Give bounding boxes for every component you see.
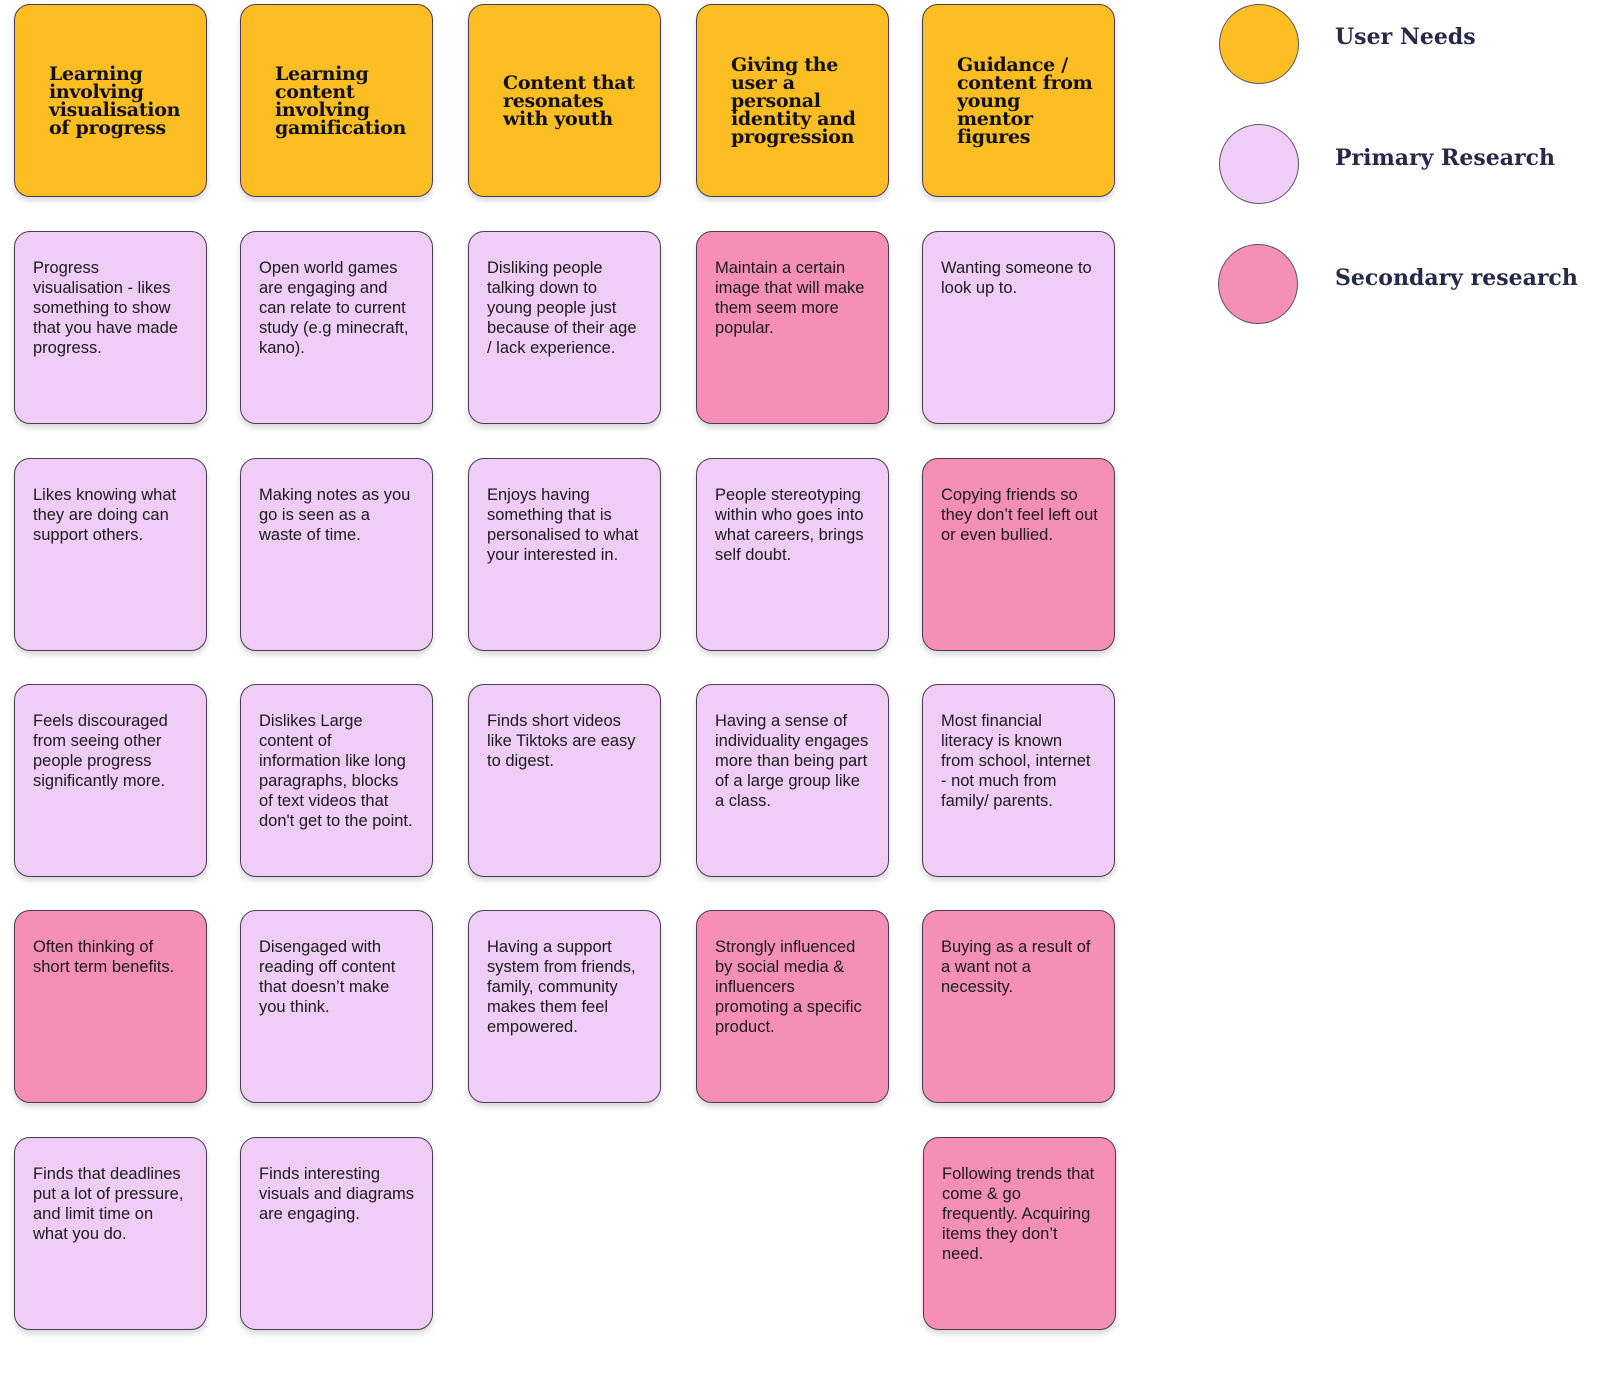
user-need-text: Content that resonates with youth [503, 71, 635, 130]
user-need-note[interactable]: Guidance / content from young mentor fig… [922, 4, 1115, 197]
note-text: Often thinking of short term benefits. [33, 938, 175, 976]
note-text: Following trends that come & go frequent… [942, 1165, 1095, 1263]
user-need-note[interactable]: Learning involving visualisation of prog… [14, 4, 207, 197]
note-text: Finds interesting visuals and diagrams a… [259, 1165, 414, 1223]
note-text: Progress visualisation - likes something… [33, 259, 178, 357]
primary-research-note[interactable]: Making notes as you go is seen as a wast… [240, 458, 433, 651]
note-text: Disengaged with reading off content that… [259, 938, 396, 1016]
secondary-research-note[interactable]: Strongly influenced by social media & in… [696, 910, 889, 1103]
primary-research-note[interactable]: Having a sense of individuality engages … [696, 684, 889, 877]
note-text: Maintain a certain image that will make … [715, 259, 865, 337]
primary-research-note[interactable]: Disengaged with reading off content that… [240, 910, 433, 1103]
note-text: Finds that deadlines put a lot of pressu… [33, 1165, 184, 1243]
note-text: Disliking people talking down to young p… [487, 259, 637, 357]
note-text: Buying as a result of a want not a neces… [941, 938, 1091, 996]
primary-research-note[interactable]: Wanting someone to look up to. [922, 231, 1115, 424]
note-text: Dislikes Large content of information li… [259, 712, 413, 830]
primary-research-note[interactable]: Open world games are engaging and can re… [240, 231, 433, 424]
primary-research-note[interactable]: People stereotyping within who goes into… [696, 458, 889, 651]
primary-research-note[interactable]: Finds that deadlines put a lot of pressu… [14, 1137, 207, 1330]
secondary-research-note[interactable]: Often thinking of short term benefits. [14, 910, 207, 1103]
note-text: Open world games are engaging and can re… [259, 259, 409, 357]
user-need-note[interactable]: Content that resonates with youth [468, 4, 661, 197]
note-text: Most financial literacy is known from sc… [941, 712, 1091, 810]
user-need-text: Giving the user a personal identity and … [731, 53, 856, 148]
legend-primary-research-swatch [1219, 124, 1299, 204]
note-text: Finds short videos like Tiktoks are easy… [487, 712, 636, 770]
secondary-research-note[interactable]: Copying friends so they don’t feel left … [922, 458, 1115, 651]
primary-research-note[interactable]: Progress visualisation - likes something… [14, 231, 207, 424]
note-text: Copying friends so they don’t feel left … [941, 486, 1098, 544]
note-text: Having a sense of individuality engages … [715, 712, 869, 810]
note-text: Likes knowing what they are doing can su… [33, 486, 177, 544]
legend-secondary-research-swatch [1218, 244, 1298, 324]
primary-research-note[interactable]: Enjoys having something that is personal… [468, 458, 661, 651]
primary-research-note[interactable]: Disliking people talking down to young p… [468, 231, 661, 424]
legend-primary-research-label: Primary Research [1335, 145, 1555, 171]
primary-research-note[interactable]: Finds interesting visuals and diagrams a… [240, 1137, 433, 1330]
primary-research-note[interactable]: Feels discouraged from seeing other peop… [14, 684, 207, 877]
user-need-note[interactable]: Learning content involving gamification [240, 4, 433, 197]
note-text: Enjoys having something that is personal… [487, 486, 639, 564]
primary-research-note[interactable]: Likes knowing what they are doing can su… [14, 458, 207, 651]
note-text: Strongly influenced by social media & in… [715, 938, 862, 1036]
secondary-research-note[interactable]: Following trends that come & go frequent… [923, 1137, 1116, 1330]
user-need-text: Learning content involving gamification [275, 62, 407, 139]
note-text: Having a support system from friends, fa… [487, 938, 636, 1036]
note-text: Feels discouraged from seeing other peop… [33, 712, 168, 790]
primary-research-note[interactable]: Dislikes Large content of information li… [240, 684, 433, 877]
note-text: Wanting someone to look up to. [941, 259, 1092, 297]
legend-user-needs-swatch [1219, 4, 1299, 84]
legend-secondary-research-label: Secondary research [1335, 265, 1578, 291]
user-need-text: Learning involving visualisation of prog… [49, 62, 181, 139]
primary-research-note[interactable]: Having a support system from friends, fa… [468, 910, 661, 1103]
secondary-research-note[interactable]: Maintain a certain image that will make … [696, 231, 889, 424]
note-text: Making notes as you go is seen as a wast… [259, 486, 411, 544]
user-need-text: Guidance / content from young mentor fig… [957, 53, 1093, 148]
primary-research-note[interactable]: Most financial literacy is known from sc… [922, 684, 1115, 877]
secondary-research-note[interactable]: Buying as a result of a want not a neces… [922, 910, 1115, 1103]
legend-user-needs-label: User Needs [1335, 24, 1476, 50]
user-need-note[interactable]: Giving the user a personal identity and … [696, 4, 889, 197]
note-text: People stereotyping within who goes into… [715, 486, 864, 564]
primary-research-note[interactable]: Finds short videos like Tiktoks are easy… [468, 684, 661, 877]
